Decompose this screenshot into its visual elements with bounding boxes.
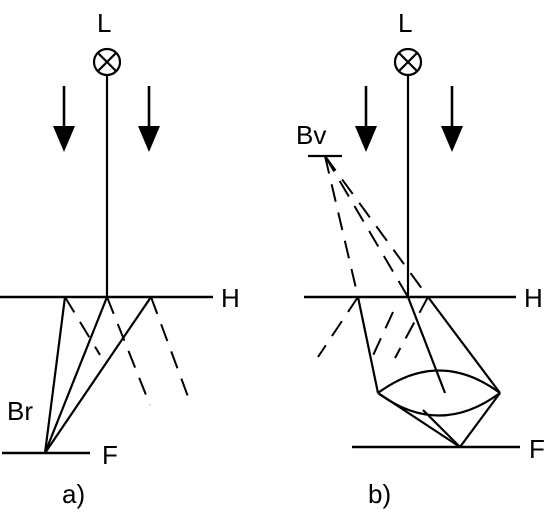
panel-a-dash-2 [106, 296, 151, 406]
panel-a-arrow-left [53, 86, 75, 152]
panel-a-dash-1 [64, 296, 101, 356]
panel-a-point-label: Br [7, 396, 33, 426]
circle-cross-icon [92, 47, 122, 77]
panel-b-ray-6 [459, 392, 501, 448]
panel-a-caption: a) [62, 479, 85, 509]
panel-b-dash-top-2 [324, 155, 409, 298]
panel-b-dash-top-3 [324, 155, 429, 298]
panel-b-floor-label: F [529, 434, 545, 464]
circle-cross-icon [393, 47, 423, 77]
panel-a-plane-label: H [221, 283, 240, 313]
panel-b-ray-5 [422, 409, 461, 448]
panel-a-floor-label: F [102, 440, 118, 470]
panel-a: L H Br F a) [0, 8, 240, 509]
panel-b-source-label: L [398, 8, 412, 38]
panel-b: L Bv H [296, 8, 545, 509]
panel-b-ray-3 [427, 296, 501, 394]
panel-a-dash-3 [150, 296, 191, 403]
panel-b-ray-1 [356, 296, 380, 394]
panel-b-ray-4 [377, 392, 461, 448]
panel-a-source-label: L [97, 8, 111, 38]
panel-b-dash-low-1 [317, 296, 359, 358]
panel-b-dash-low-3 [394, 296, 429, 359]
panel-a-ray-3 [44, 296, 152, 454]
panel-b-arrow-right [441, 86, 463, 152]
panel-b-arrow-left [355, 86, 377, 152]
panel-a-ray-2 [43, 296, 109, 454]
panel-b-plane-label: H [524, 283, 543, 313]
panel-a-ray-1 [43, 296, 67, 454]
panel-a-arrow-right [138, 86, 160, 152]
panel-b-caption: b) [368, 479, 391, 509]
panel-b-ray-2 [406, 296, 447, 394]
panel-b-point-label: Bv [296, 120, 326, 150]
panel-b-dash-top-1 [324, 155, 359, 298]
panel-b-dash-low-2 [369, 311, 394, 363]
